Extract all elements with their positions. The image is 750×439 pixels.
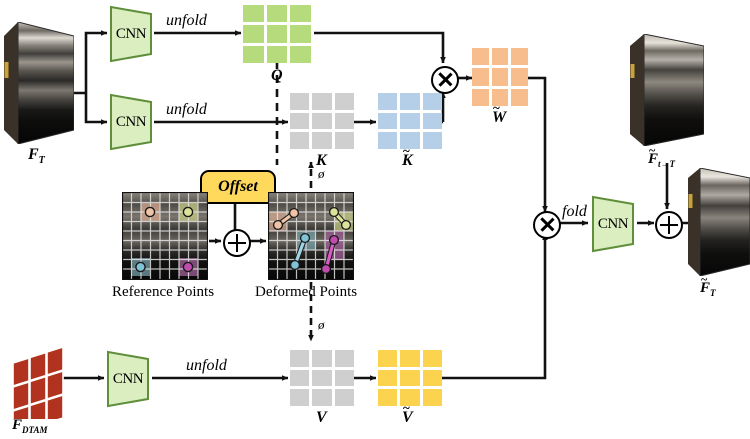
matrix-cell [422, 350, 442, 367]
matrix-cell [334, 93, 354, 110]
matrix-cell [312, 389, 332, 406]
label-matrix-w-tilde: ~W [492, 100, 507, 126]
matrix-cell [511, 68, 528, 86]
reference-points [122, 192, 208, 280]
label-ft-bar: ~FT [700, 272, 716, 298]
matrix-cell [312, 112, 332, 130]
matrix-cell [511, 48, 528, 66]
matrix-cell [400, 350, 420, 367]
matrix-cell [400, 112, 420, 130]
matrix-cell [266, 25, 288, 43]
matrix-cell [422, 389, 442, 406]
label-phi-k: ø [318, 166, 325, 181]
matrix-cell [290, 389, 310, 406]
matrix-cell [243, 5, 264, 23]
matrix-k-tilde [378, 93, 442, 149]
feature-map-fdtam [12, 341, 64, 436]
feature-map-ft-bar [688, 168, 750, 276]
matrix-cell [243, 45, 264, 63]
cnn-block-value[interactable]: CNN [104, 350, 152, 408]
label-ft-to-T: ~Ft→T [648, 143, 676, 169]
cnn-label: CNN [597, 215, 629, 232]
label-phi-v: ø [318, 317, 325, 332]
matrix-cell [266, 45, 288, 63]
matrix-cell [334, 369, 354, 387]
matrix-cell [400, 389, 420, 406]
matrix-cell [290, 369, 310, 387]
matrix-cell [422, 132, 442, 149]
matrix-cell [290, 350, 310, 367]
label-matrix-v-tilde: ~V [402, 400, 413, 426]
matrix-cell [378, 93, 398, 110]
matrix-cell [422, 112, 442, 130]
matrix-cell [491, 88, 509, 106]
matrix-cell [378, 369, 398, 387]
matrix-cell [266, 5, 288, 23]
cnn-label: CNN [112, 370, 144, 387]
label-ft: FT [28, 146, 45, 167]
caption-deformed-points: Deformed Points [255, 284, 358, 300]
matrix-cell [491, 68, 509, 86]
matrix-cell [378, 112, 398, 130]
matrix-cell [422, 369, 442, 387]
matrix-cell [312, 132, 332, 149]
matrix-cell [290, 25, 311, 43]
cnn-label: CNN [115, 113, 147, 130]
matrix-cell [400, 369, 420, 387]
label-matrix-v: V [316, 409, 327, 426]
cnn-block-key[interactable]: CNN [107, 93, 155, 151]
matrix-cell [290, 132, 310, 149]
matrix-cell [290, 5, 311, 23]
matrix-cell [334, 389, 354, 406]
label-unfold-v: unfold [186, 357, 227, 374]
matrix-cell [334, 132, 354, 149]
matrix-cell [472, 88, 489, 106]
cnn-block-query[interactable]: CNN [107, 5, 155, 63]
caption-reference-points: Reference Points [112, 284, 215, 300]
matrix-cell [290, 93, 310, 110]
label-fdtam: FDTAM [12, 417, 48, 435]
matrix-cell [312, 369, 332, 387]
matrix-cell [334, 350, 354, 367]
label-matrix-k: K [316, 152, 327, 169]
add-residual [655, 211, 683, 239]
matrix-cell [312, 93, 332, 110]
matrix-cell [491, 48, 509, 66]
matrix-cell [400, 132, 420, 149]
matrix-cell [472, 68, 489, 86]
matrix-q [243, 5, 311, 63]
matrix-cell [422, 93, 442, 110]
matrix-cell [312, 350, 332, 367]
deformed-points [268, 192, 354, 280]
label-matrix-q: Q [271, 67, 283, 84]
feature-map-ft-to-T [630, 34, 704, 146]
matrix-cell [243, 25, 264, 43]
matrix-v [290, 350, 354, 406]
matrix-k [290, 93, 354, 149]
offset-block[interactable]: Offset [200, 170, 276, 204]
matrix-cell [400, 93, 420, 110]
multiply-qk [431, 66, 459, 94]
matrix-cell [378, 389, 398, 406]
matrix-cell [511, 88, 528, 106]
matrix-cell [290, 112, 310, 130]
matrix-cell [378, 350, 398, 367]
label-fold: fold [562, 203, 587, 220]
multiply-wv [533, 211, 561, 239]
feature-map-ft [4, 22, 74, 144]
label-unfold-k: unfold [166, 101, 207, 118]
matrix-w-tilde [472, 48, 528, 106]
cnn-label: CNN [115, 25, 147, 42]
add-offset [223, 229, 251, 257]
matrix-cell [378, 132, 398, 149]
matrix-cell [334, 112, 354, 130]
label-matrix-k-tilde: ~K [402, 143, 413, 169]
matrix-cell [290, 45, 311, 63]
matrix-cell [472, 48, 489, 66]
matrix-v-tilde [378, 350, 442, 406]
cnn-block-fold[interactable]: CNN [589, 195, 637, 253]
label-unfold-q: unfold [166, 12, 207, 29]
